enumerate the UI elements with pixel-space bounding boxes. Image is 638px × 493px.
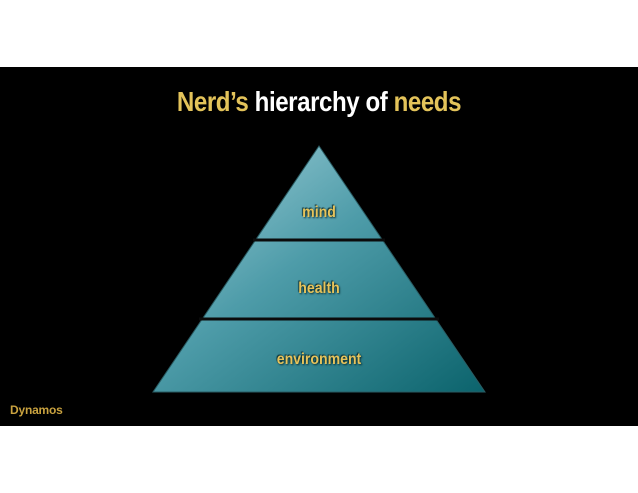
title-word-needs: needs [393, 86, 462, 117]
brand-logo-text: Dynamos [10, 403, 63, 417]
tier-label-mind: mind [302, 204, 336, 221]
tier-label-environment: environment [276, 351, 362, 368]
pyramid-diagram [152, 145, 486, 393]
title-word-nerds: Nerd’s [176, 86, 249, 117]
pyramid-shape [152, 145, 486, 393]
title-word-hierarchy: hierarchy of [254, 86, 388, 117]
slide: Nerd’s hierarchy of needs mind health en… [0, 67, 638, 426]
tier-label-health: health [298, 280, 340, 297]
slide-title: Nerd’s hierarchy of needs [45, 86, 594, 118]
